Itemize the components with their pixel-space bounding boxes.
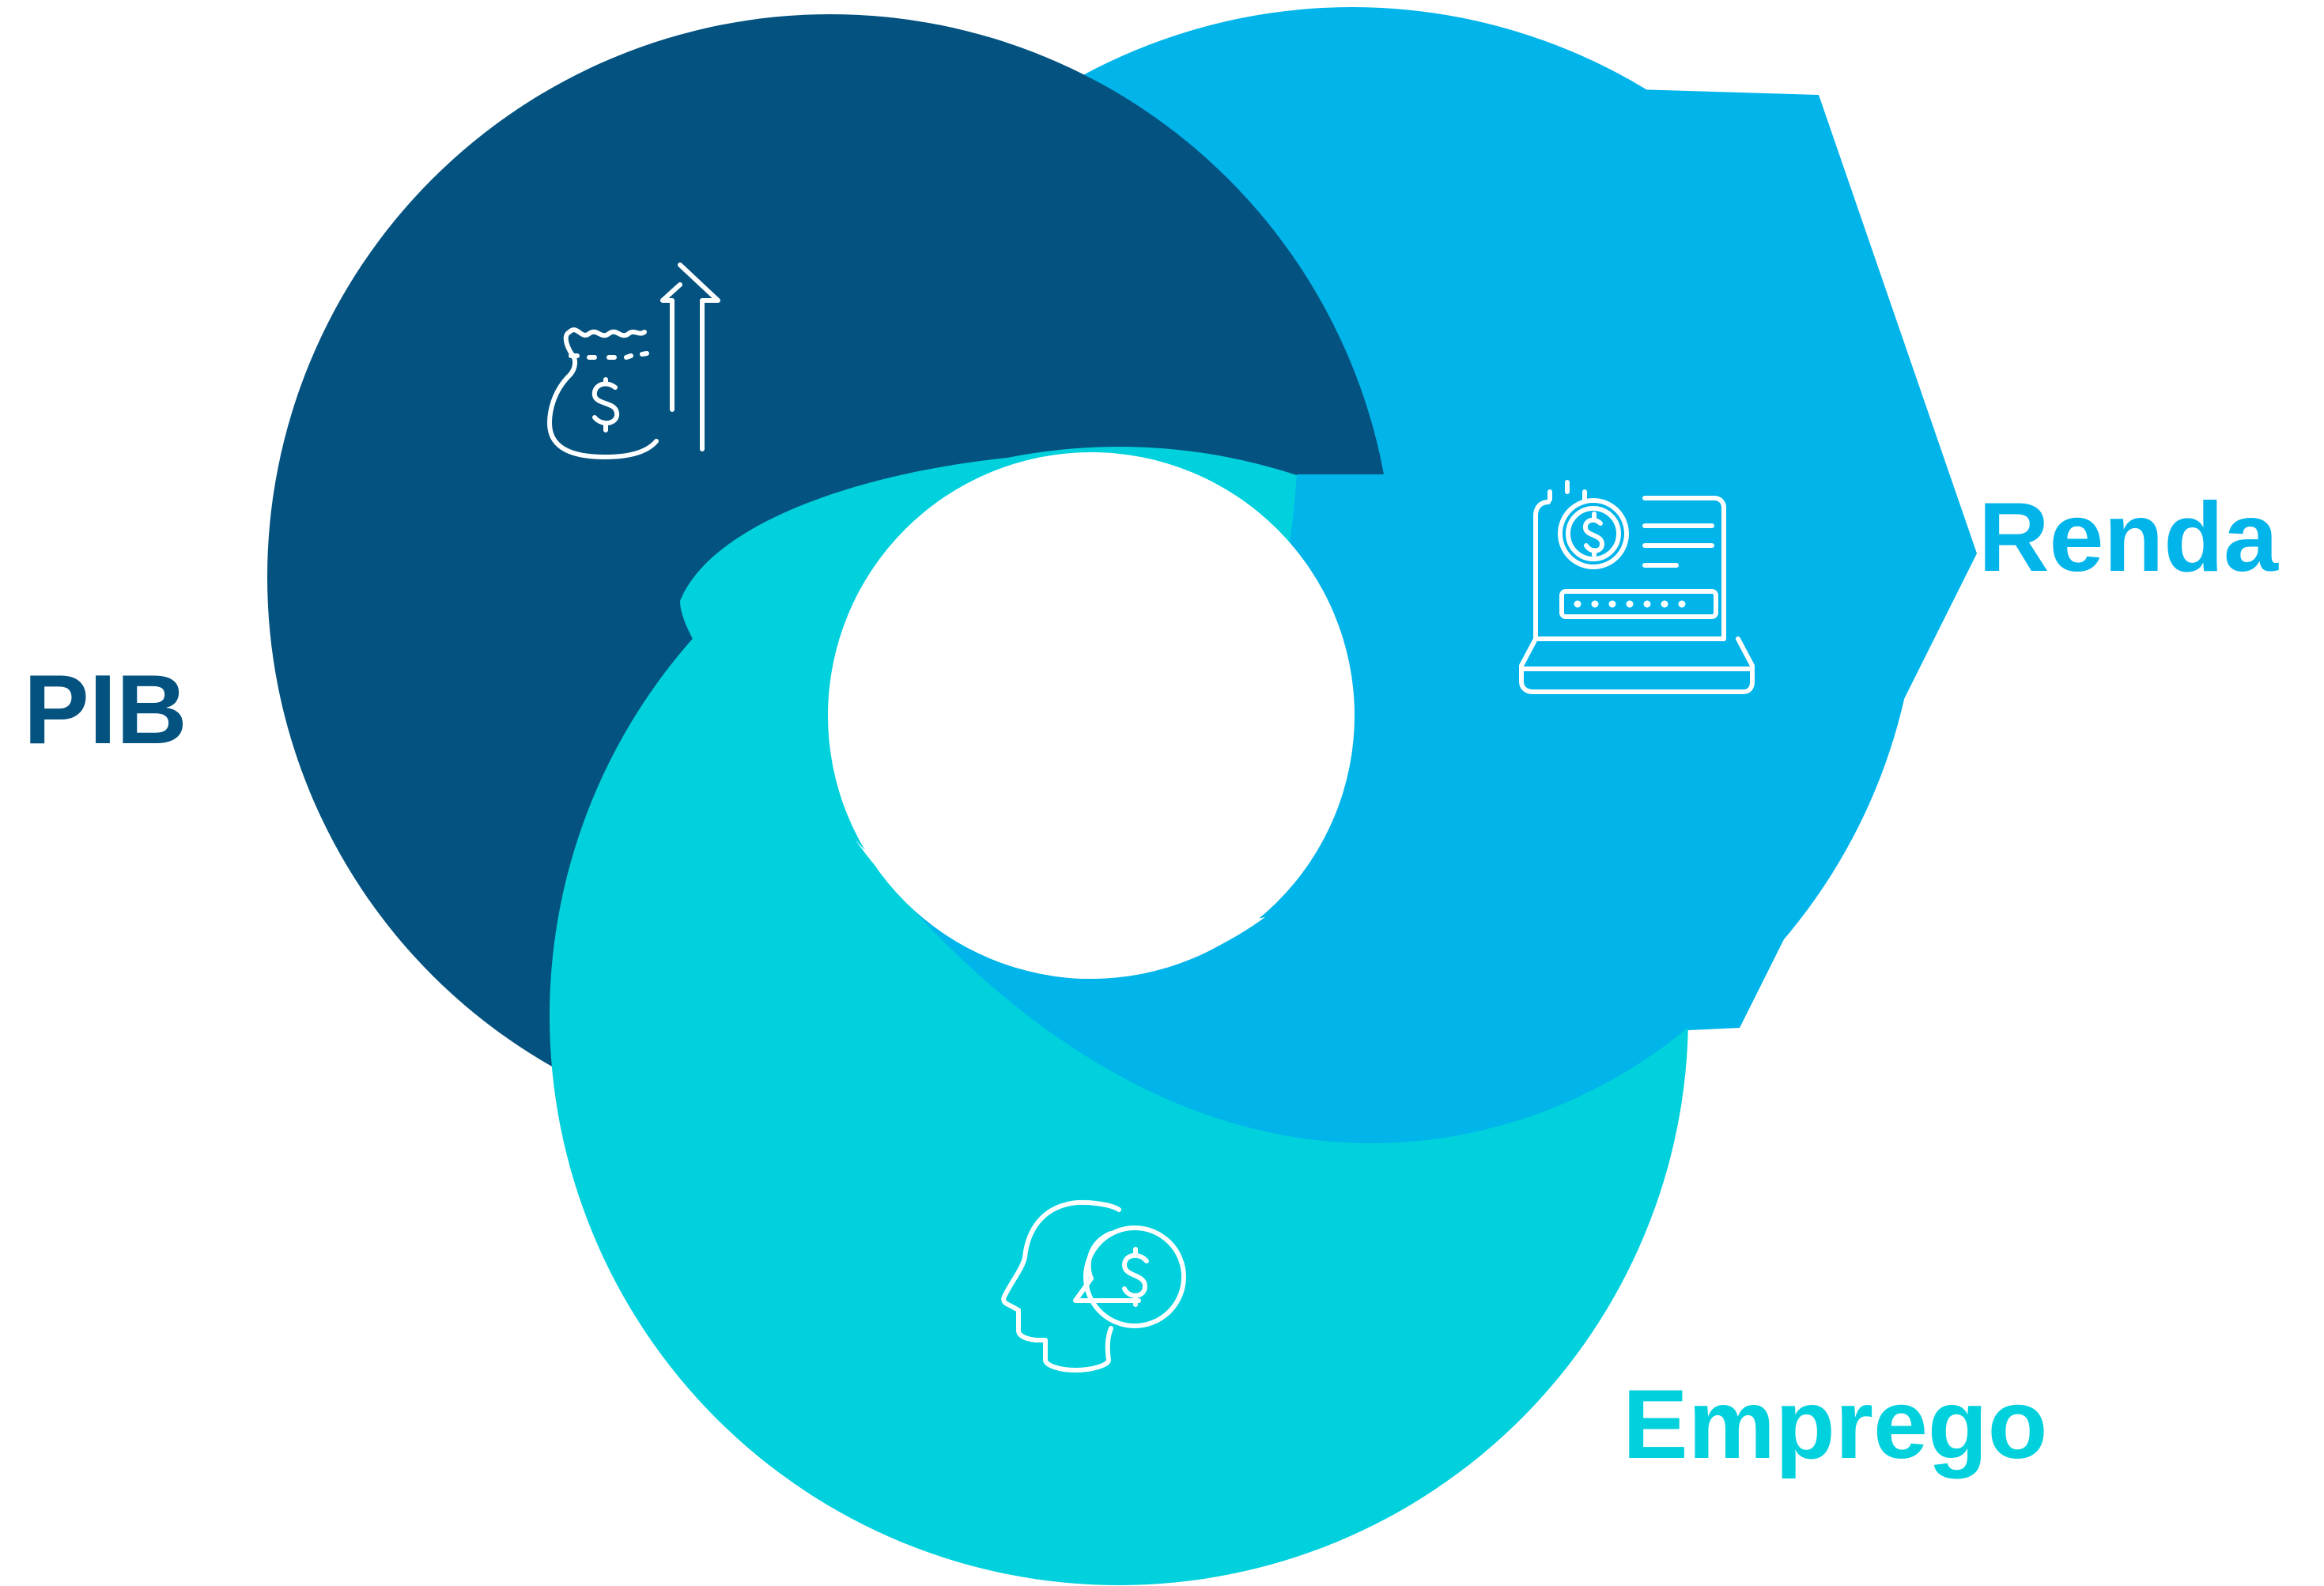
pib-label: PIB [24,655,187,765]
emprego-sweep [680,455,1044,838]
emprego-label: Emprego [1623,1370,2048,1479]
center-hole-lower [854,838,1265,980]
laptop-dollar-icon [1519,480,1755,694]
head-dollar-icon [1001,1200,1186,1373]
renda-label: Renda [1978,483,2278,592]
money-bag-up-arrow-icon [547,262,720,459]
center-hole [828,452,1355,979]
